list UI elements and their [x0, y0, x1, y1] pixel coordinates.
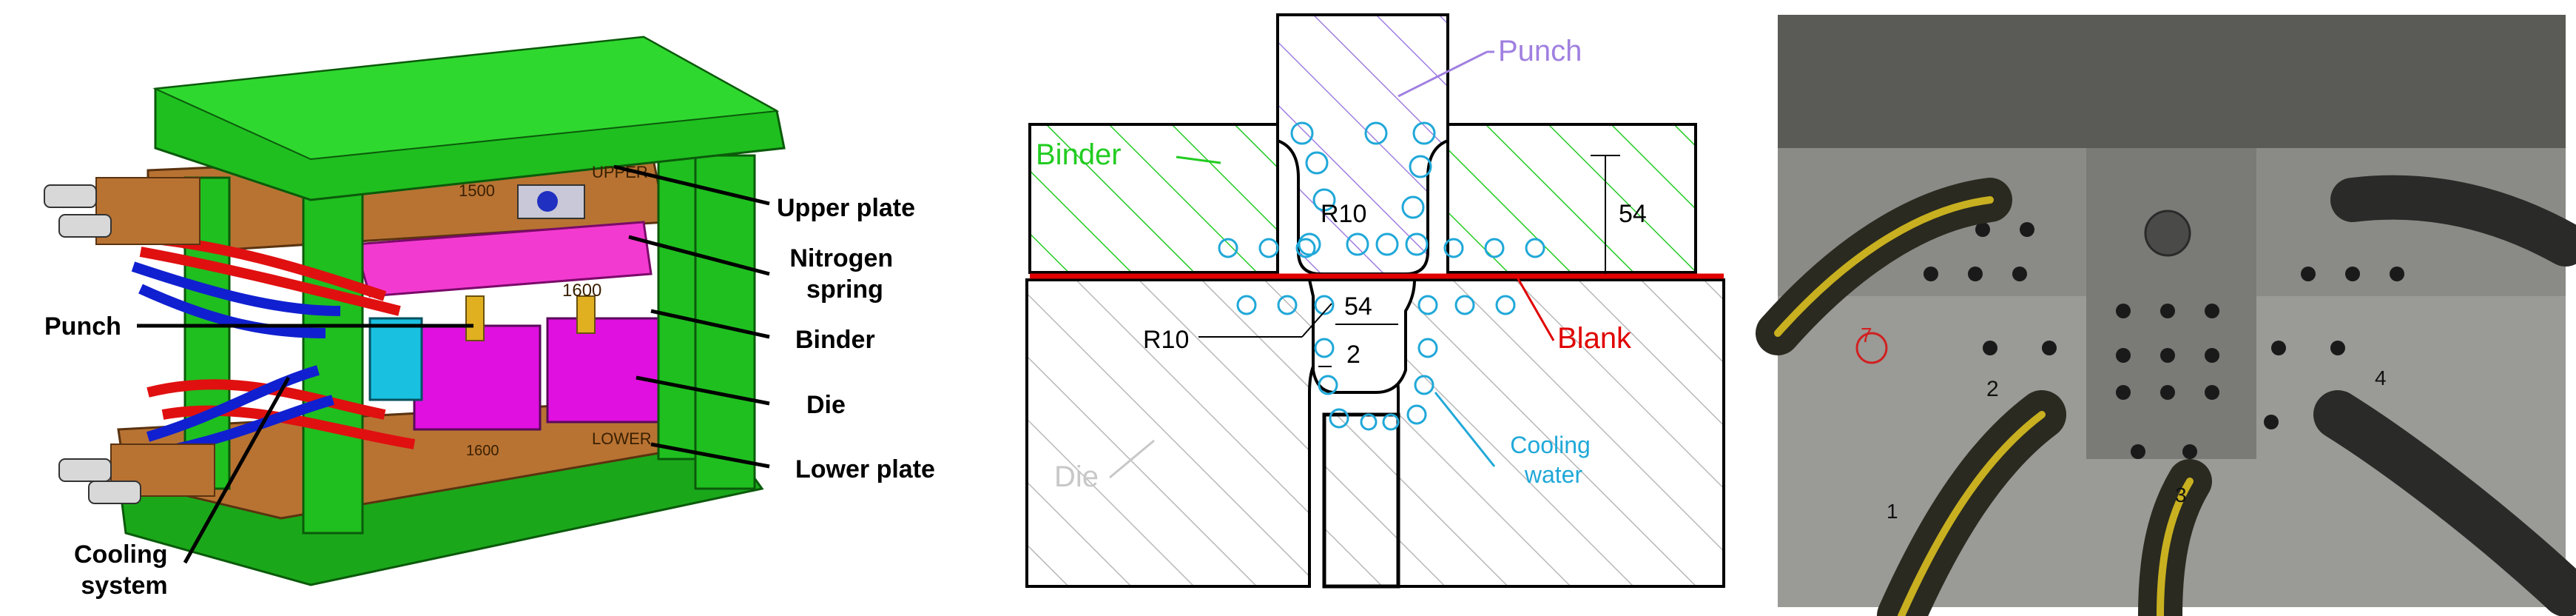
tool-assembly-panel: 1500 UPPER 1600 1600 LOWER Upper plate N…	[0, 0, 984, 616]
label-section-cooling-l1: Cooling	[1510, 432, 1591, 458]
punch-post-left	[465, 295, 485, 341]
dim-width-54: 54	[1344, 292, 1372, 321]
label-punch: Punch	[44, 312, 121, 341]
photo-holes	[1923, 222, 2404, 459]
die-leader	[1109, 439, 1155, 479]
die-block-right	[546, 317, 660, 424]
label-die: Die	[806, 391, 846, 419]
top-frame-top-face	[152, 36, 780, 161]
hand-number-3: 3	[2175, 483, 2187, 506]
cross-section-drawing: R10 54 54 R10 2 Punch Binder Blank Die C…	[1025, 13, 1725, 589]
label-binder: Binder	[795, 326, 875, 354]
embossed-lower-1600: 1600	[466, 443, 499, 459]
center-punch-photo	[2086, 148, 2256, 459]
die-block-cyan	[368, 317, 423, 401]
punch-leader	[1397, 50, 1488, 98]
dimension-lines	[1198, 155, 1620, 367]
label-upper-plate: Upper plate	[777, 194, 915, 222]
cooling-channels	[1218, 121, 1545, 431]
dim-height-54: 54	[1619, 200, 1647, 228]
binder-shape	[354, 221, 653, 298]
callout-leaders	[137, 164, 770, 564]
binder-right	[1446, 123, 1697, 274]
label-section-blank: Blank	[1557, 322, 1632, 355]
die-cavity	[1307, 278, 1417, 394]
coupler-block-upper	[95, 177, 200, 245]
embossed-1600: 1600	[562, 281, 601, 301]
die-photo: 1 2 3 4 7	[1756, 15, 2576, 616]
label-lower-plate: Lower plate	[795, 455, 935, 483]
blank-leader	[1515, 275, 1555, 341]
label-nitrogen-spring: Nitrogen spring	[789, 244, 900, 304]
embossed-lower: LOWER	[592, 429, 652, 448]
punch-post-right	[576, 295, 596, 334]
label-nitrogen-spring-l1: Nitrogen	[789, 244, 893, 272]
label-section-die: Die	[1054, 461, 1099, 493]
hand-number-2: 2	[1986, 377, 1999, 401]
tool-assembly-drawing: 1500 UPPER 1600 1600 LOWER Upper plate N…	[44, 36, 935, 600]
photo-hoses	[1756, 175, 2576, 616]
upper-plate-photo	[1778, 15, 2566, 148]
dim-r10-die: R10	[1143, 326, 1189, 354]
center-bolt	[2144, 210, 2191, 257]
hand-number-7: 7	[1861, 324, 1872, 346]
label-cooling-system-l1: Cooling	[74, 540, 168, 569]
die-ejector-insert	[1322, 412, 1400, 589]
label-section-punch: Punch	[1498, 35, 1582, 67]
label-nitrogen-spring-l2: spring	[806, 275, 883, 304]
nitrogen-spring-gauge	[537, 191, 558, 212]
label-cooling-system: Cooling system	[74, 540, 175, 600]
dim-r10-punch: R10	[1321, 200, 1366, 228]
column-front-left	[302, 184, 364, 535]
die-photo-panel: 1 2 3 4 7	[1746, 0, 2576, 616]
cooling-leader	[1434, 392, 1496, 467]
hand-number-4: 4	[2375, 366, 2387, 389]
label-section-cooling-l2: water	[1524, 461, 1583, 488]
label-section-binder: Binder	[1036, 138, 1122, 171]
label-cooling-system-l2: system	[81, 572, 167, 600]
cross-section-panel: R10 54 54 R10 2 Punch Binder Blank Die C…	[984, 0, 1746, 616]
binder-leader	[1176, 155, 1221, 164]
hand-number-1: 1	[1887, 500, 1898, 523]
dim-gap-2: 2	[1346, 341, 1361, 369]
coupler-fittings	[44, 184, 141, 504]
label-section-cooling: Cooling water	[1510, 432, 1596, 488]
red-circle-mark	[1855, 332, 1888, 364]
column-back-right	[657, 147, 697, 461]
embossed-1500: 1500	[459, 181, 495, 200]
